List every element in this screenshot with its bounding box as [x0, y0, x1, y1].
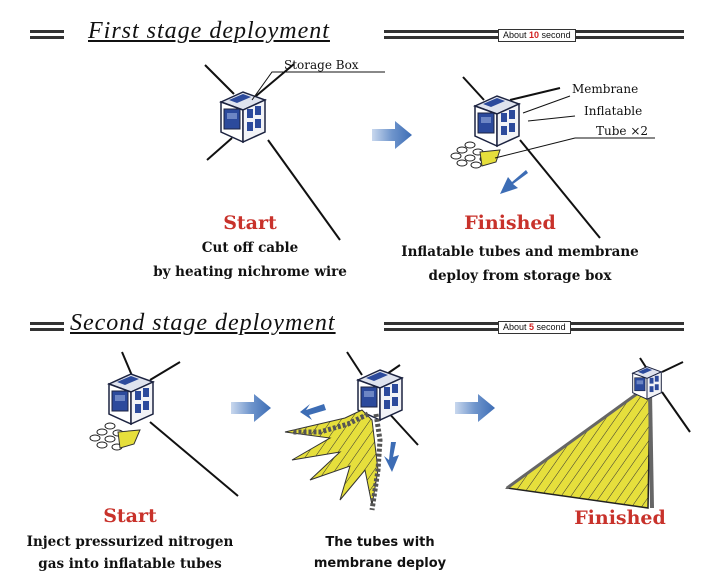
stage2-start-label: Start [103, 505, 157, 527]
stage1-start-caption-1: Cut off cable [201, 240, 299, 256]
stage2-middle-caption-2: membrane deploy [313, 556, 447, 571]
stage1-duration-suffix: second [539, 30, 571, 40]
stage2-arrow-2 [455, 394, 495, 422]
stage2-start-caption-1: Inject pressurized nitrogen [26, 534, 234, 550]
stage2-title: Second stage deployment [70, 310, 336, 336]
stage1-duration-prefix: About [503, 30, 530, 40]
stage2-duration-value: 5 [529, 322, 535, 332]
stage2-arrow-1 [231, 394, 271, 422]
stage2-middle-satellite [284, 351, 419, 511]
stage1-duration-value: 10 [529, 30, 540, 40]
stage1-start-label: Start [223, 212, 277, 234]
membrane-callout: Membrane [572, 82, 639, 96]
stage2-duration-suffix: second [534, 322, 566, 332]
stage1-start-satellite [204, 63, 385, 241]
stage1-finished-caption-2: deploy from storage box [428, 268, 612, 284]
tube-callout: Tube ×2 [596, 124, 649, 138]
stage2-finished-label: Finished [574, 507, 666, 529]
stage2-finished-satellite [505, 357, 691, 509]
stage1-duration-badge: About 10 second [498, 29, 576, 42]
stage2-start-satellite [89, 351, 239, 497]
inflatable-callout: Inflatable [584, 104, 643, 118]
stage2-duration-prefix: About [503, 322, 530, 332]
stage2-duration-badge: About 5 second [498, 321, 571, 334]
stage1-finished-label: Finished [464, 212, 556, 234]
storage-box-callout: Storage Box [284, 58, 359, 72]
stage1-finished-caption-1: Inflatable tubes and membrane [401, 244, 639, 260]
stage1-title: First stage deployment [88, 18, 330, 44]
stage2-middle-caption-1: The tubes with [325, 535, 435, 550]
stage1-arrow [372, 121, 412, 149]
stage1-start-caption-2: by heating nichrome wire [153, 264, 347, 280]
stage1-finished-satellite [450, 76, 655, 239]
stage2-start-caption-2: gas into inflatable tubes [38, 556, 222, 572]
